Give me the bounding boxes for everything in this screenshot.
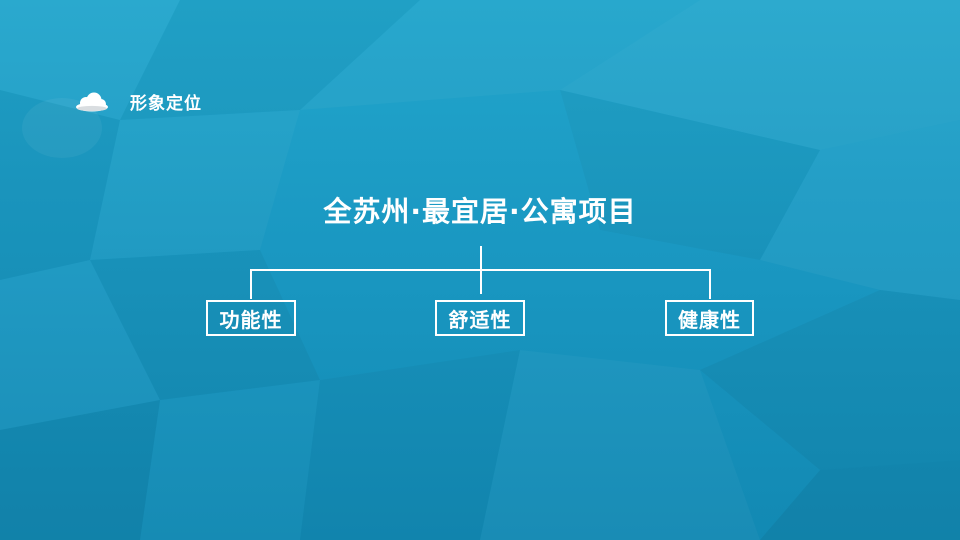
slide-header: 形象定位 — [74, 88, 202, 114]
node-functionality: 功能性 — [206, 300, 296, 336]
cloud-icon — [76, 92, 108, 112]
node-health: 健康性 — [665, 300, 754, 336]
node-comfort: 舒适性 — [435, 300, 525, 336]
header-title: 形象定位 — [130, 93, 202, 114]
diagram-root-title: 全苏州·最宜居·公寓项目 — [323, 195, 637, 228]
